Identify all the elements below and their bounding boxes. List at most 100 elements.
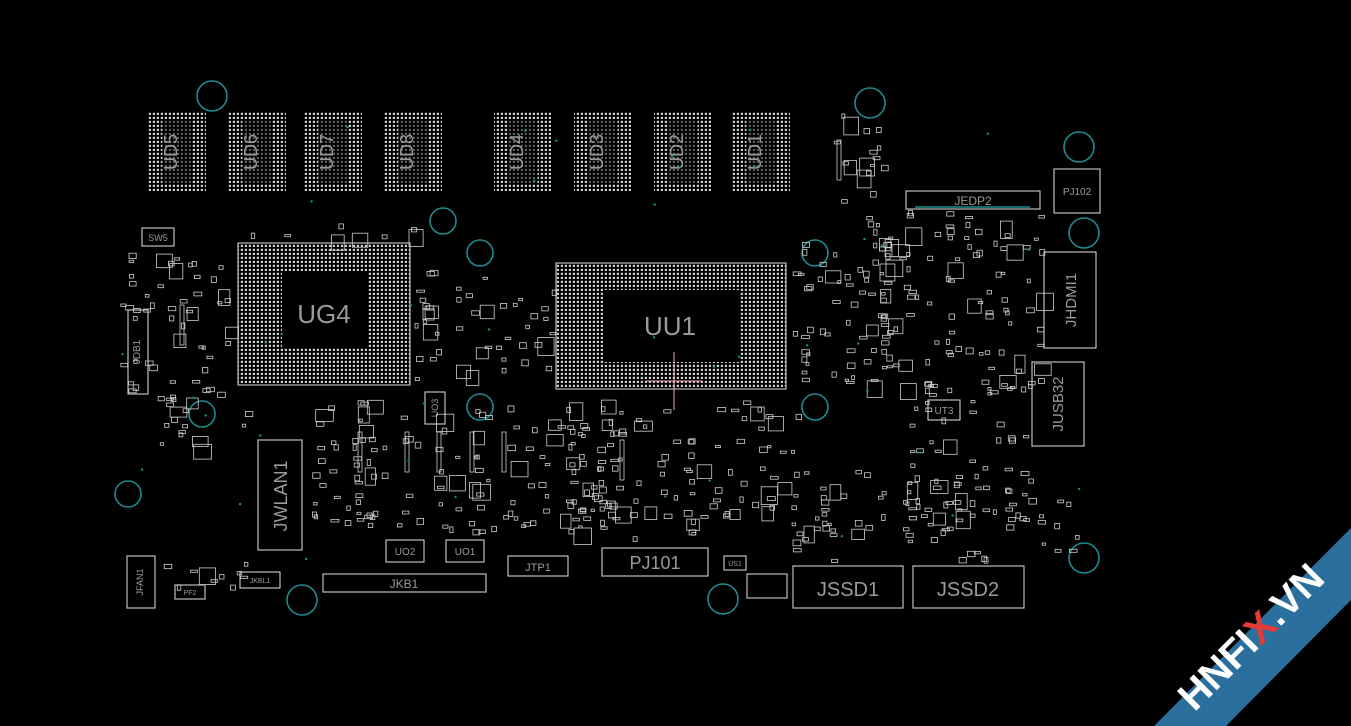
passive-pad xyxy=(1028,497,1038,505)
passive-pad xyxy=(1054,548,1062,553)
passive-pad xyxy=(167,260,175,267)
passive-pad xyxy=(169,263,184,280)
passive-pad xyxy=(878,495,884,500)
passive-pad xyxy=(1004,467,1013,472)
cpu-uu1[interactable]: UU1 xyxy=(555,262,787,410)
memory-chip-ud7[interactable]: UD7 xyxy=(304,112,362,192)
passive-pad xyxy=(435,446,444,453)
passive-pad xyxy=(929,383,938,388)
chip-uo1[interactable]: UO1 xyxy=(445,539,485,563)
connector-jdb1[interactable]: JDB1 xyxy=(127,309,149,395)
passive-pad xyxy=(927,255,934,261)
passive-pad xyxy=(120,303,127,307)
passive-pad xyxy=(155,253,173,269)
passive-pad xyxy=(947,387,953,394)
passive-pad xyxy=(907,490,912,495)
passive-pad xyxy=(1009,386,1016,389)
connector-jwlan1[interactable]: JWLAN1 xyxy=(257,439,303,551)
chip-us1[interactable]: US1 xyxy=(723,555,747,571)
memory-chip-ud4[interactable]: UD4 xyxy=(494,112,552,192)
gpu-ug4[interactable]: UG4 xyxy=(237,242,411,386)
passive-pad xyxy=(544,494,550,499)
memory-chip-ud2[interactable]: UD2 xyxy=(654,112,712,192)
passive-pad xyxy=(996,437,1002,444)
connector-jedp2[interactable]: JEDP2 xyxy=(905,190,1041,210)
passive-pad xyxy=(851,375,855,380)
chip-uo2[interactable]: UO2 xyxy=(385,539,425,563)
passive-pad xyxy=(946,338,950,345)
memory-chip-ud8[interactable]: UD8 xyxy=(384,112,442,192)
connector-jusb32[interactable]: JUSB32 xyxy=(1031,361,1085,447)
connector-pj102-label: PJ102 xyxy=(1063,187,1092,198)
passive-pad xyxy=(507,510,514,517)
passive-pad xyxy=(940,529,946,536)
connector-jkbl1[interactable]: JKBL1 xyxy=(239,571,281,589)
chip-uo3[interactable]: UO3 xyxy=(424,391,446,425)
connector-pj102[interactable]: PJ102 xyxy=(1053,168,1101,214)
passive-pad xyxy=(739,496,744,503)
passive-pad xyxy=(597,466,602,472)
passive-pad xyxy=(474,467,484,473)
passive-pad xyxy=(1026,307,1035,314)
passive-pad xyxy=(822,525,831,532)
passive-pad xyxy=(590,508,595,512)
connector-pf2[interactable]: PF2 xyxy=(174,584,206,600)
passive-pad xyxy=(981,379,990,385)
chip-uo3-label: UO3 xyxy=(430,399,440,418)
memory-chip-ud3[interactable]: UD3 xyxy=(574,112,632,192)
connector-jkb1[interactable]: JKB1 xyxy=(322,573,487,593)
memory-chip-ud5[interactable]: UD5 xyxy=(148,112,206,192)
passive-pad xyxy=(881,514,886,521)
passive-pad xyxy=(992,509,997,515)
passive-pad xyxy=(965,216,973,220)
passive-pad xyxy=(983,485,990,491)
passive-pad xyxy=(636,480,642,486)
connector-jfan1[interactable]: JFAN1 xyxy=(126,555,156,609)
passive-pad xyxy=(1015,512,1021,519)
passive-pad xyxy=(817,276,823,282)
passive-pad xyxy=(422,308,435,321)
passive-pad xyxy=(888,236,894,240)
passive-pad xyxy=(367,522,374,528)
passive-pad xyxy=(965,347,974,355)
passive-pad xyxy=(476,504,485,511)
passive-pad xyxy=(859,335,868,340)
connector-jtp1[interactable]: JTP1 xyxy=(507,555,569,577)
connector-jssd1[interactable]: JSSD1 xyxy=(792,565,904,609)
passive-pad xyxy=(456,297,462,303)
passive-pad xyxy=(438,502,443,507)
passive-pad xyxy=(171,416,178,423)
passive-pad xyxy=(1020,471,1030,476)
connector-jssd2[interactable]: JSSD2 xyxy=(912,565,1025,609)
passive-pad xyxy=(128,259,135,263)
passive-pad xyxy=(929,440,934,445)
passive-pad xyxy=(822,520,828,527)
passive-pad xyxy=(1026,278,1031,284)
test-point xyxy=(310,200,313,203)
connector-pj101[interactable]: PJ101 xyxy=(601,547,709,577)
passive-pad xyxy=(605,503,612,509)
passive-pad xyxy=(178,432,184,438)
passive-pad xyxy=(967,298,982,314)
passive-pad xyxy=(947,279,955,283)
connector-jhdmi1[interactable]: JHDMI1 xyxy=(1043,251,1097,349)
passive-pad xyxy=(954,257,961,261)
passive-pad xyxy=(145,360,154,366)
passive-pad xyxy=(437,485,445,490)
passive-pad xyxy=(543,508,550,514)
passive-pad xyxy=(953,482,962,486)
chip-ut3[interactable]: UT3 xyxy=(927,399,961,421)
passive-pad xyxy=(830,528,837,533)
passive-pad xyxy=(159,442,164,446)
passive-pad xyxy=(945,224,955,229)
passive-pad xyxy=(988,366,995,370)
passive-pad xyxy=(863,270,870,278)
connector-jtp1-label: JTP1 xyxy=(525,562,551,574)
passive-pad xyxy=(700,515,709,519)
passive-pad xyxy=(791,522,796,527)
passive-pad xyxy=(859,290,866,295)
memory-chip-ud6[interactable]: UD6 xyxy=(228,112,286,192)
passive-pad xyxy=(841,199,848,204)
switch-sw5[interactable]: SW5 xyxy=(141,227,175,247)
memory-chip-ud1[interactable]: UD1 xyxy=(732,112,790,192)
